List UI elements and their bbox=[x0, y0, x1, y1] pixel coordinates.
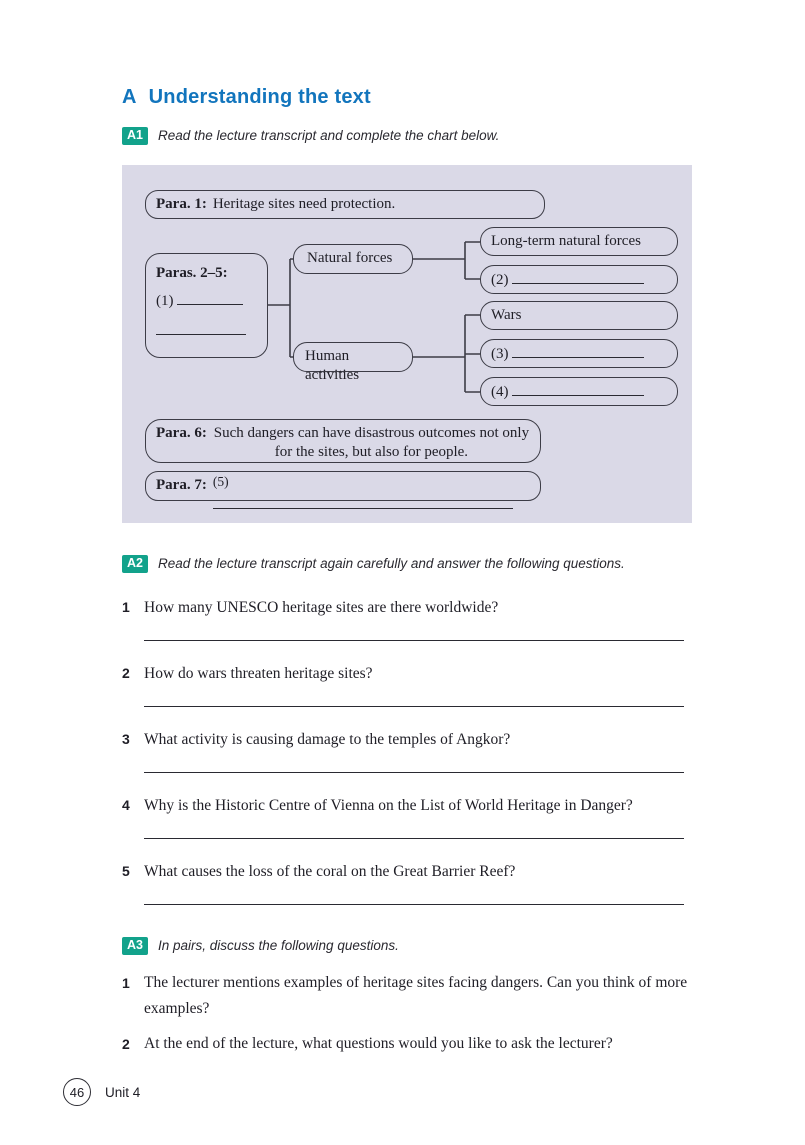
a3-question-2: 2 At the end of the lecture, what questi… bbox=[122, 1031, 694, 1057]
chart-box-blank-3[interactable]: (3) bbox=[480, 339, 678, 368]
chart-box-paras2-5: Paras. 2–5: (1) bbox=[145, 253, 268, 358]
activity-a3-header: A3 In pairs, discuss the following quest… bbox=[122, 937, 399, 955]
blank-5-line[interactable] bbox=[212, 495, 513, 509]
question-text: What activity is causing damage to the t… bbox=[144, 731, 511, 748]
question-text: Why is the Historic Centre of Vienna on … bbox=[144, 797, 633, 814]
question-text: How do wars threaten heritage sites? bbox=[144, 665, 373, 682]
para1-label: Para. 1: bbox=[156, 196, 207, 212]
blank-1-continued[interactable] bbox=[156, 321, 257, 341]
question-number: 4 bbox=[122, 797, 130, 813]
para6-label: Para. 6: bbox=[156, 425, 207, 441]
question-number: 1 bbox=[122, 599, 130, 615]
blank-3-line[interactable] bbox=[512, 344, 645, 358]
a2-answer-line-5[interactable] bbox=[144, 904, 684, 905]
a2-instruction: Read the lecture transcript again carefu… bbox=[157, 556, 625, 572]
page-number-badge: 46 bbox=[63, 1078, 91, 1106]
question-text: At the end of the lecture, what question… bbox=[144, 1035, 613, 1052]
a1-badge: A1 bbox=[122, 127, 148, 145]
page-title: A Understanding the text bbox=[122, 86, 371, 109]
blank-2-line[interactable] bbox=[512, 270, 645, 284]
blank-1-line2[interactable] bbox=[156, 321, 246, 335]
question-number: 3 bbox=[122, 731, 130, 747]
chart-box-para7[interactable]: Para. 7: (5) bbox=[145, 471, 541, 509]
a2-question-1: 1 How many UNESCO heritage sites are the… bbox=[122, 598, 694, 618]
a2-answer-line-2[interactable] bbox=[144, 706, 684, 707]
a3-question-1: 1 The lecturer mentions examples of heri… bbox=[122, 970, 694, 1022]
question-number: 2 bbox=[122, 1036, 130, 1052]
a1-instruction: Read the lecture transcript and complete… bbox=[157, 128, 500, 144]
a3-badge: A3 bbox=[122, 937, 148, 955]
chart-box-blank-2[interactable]: (2) bbox=[480, 265, 678, 294]
blank-1-line[interactable] bbox=[177, 291, 244, 305]
chart-box-human-activities: Human activities bbox=[293, 342, 413, 383]
chart-box-para6: Para. 6: Such dangers can have disastrou… bbox=[145, 419, 541, 463]
chart-box-blank-4[interactable]: (4) bbox=[480, 377, 678, 406]
chart-box-long-term-natural-forces: Long-term natural forces bbox=[480, 227, 678, 256]
question-text: What causes the loss of the coral on the… bbox=[144, 863, 516, 880]
chart-box-para1: Para. 1: Heritage sites need protection. bbox=[145, 190, 545, 219]
question-text: The lecturer mentions examples of herita… bbox=[144, 974, 688, 1017]
blank-5[interactable]: (5) bbox=[212, 474, 530, 509]
activity-a2-header: A2 Read the lecture transcript again car… bbox=[122, 555, 625, 573]
blank-4-line[interactable] bbox=[512, 382, 645, 396]
section-letter: A bbox=[122, 86, 137, 108]
question-number: 2 bbox=[122, 665, 130, 681]
a2-question-3: 3 What activity is causing damage to the… bbox=[122, 730, 694, 750]
a3-instruction: In pairs, discuss the following question… bbox=[157, 938, 399, 954]
para1-text: Heritage sites need protection. bbox=[212, 196, 396, 212]
activity-a1-header: A1 Read the lecture transcript and compl… bbox=[122, 127, 499, 145]
a2-question-list: 1 How many UNESCO heritage sites are the… bbox=[122, 598, 694, 928]
a2-answer-line-3[interactable] bbox=[144, 772, 684, 773]
blank-1[interactable]: (1) bbox=[156, 291, 257, 311]
question-text: How many UNESCO heritage sites are there… bbox=[144, 599, 499, 616]
page-footer: 46 Unit 4 bbox=[63, 1078, 140, 1106]
a2-question-4: 4 Why is the Historic Centre of Vienna o… bbox=[122, 796, 694, 816]
chart-box-natural-forces: Natural forces bbox=[293, 244, 413, 274]
question-number: 5 bbox=[122, 863, 130, 879]
section-title: Understanding the text bbox=[148, 86, 371, 108]
a2-answer-line-4[interactable] bbox=[144, 838, 684, 839]
a3-question-list: 1 The lecturer mentions examples of heri… bbox=[122, 970, 694, 1066]
a2-badge: A2 bbox=[122, 555, 148, 573]
a2-question-5: 5 What causes the loss of the coral on t… bbox=[122, 862, 694, 882]
chart-connector-lines bbox=[268, 241, 480, 393]
completion-chart: Para. 1: Heritage sites need protection.… bbox=[122, 165, 692, 523]
chart-box-wars: Wars bbox=[480, 301, 678, 330]
a2-answer-line-1[interactable] bbox=[144, 640, 684, 641]
para7-label: Para. 7: bbox=[156, 477, 207, 493]
paras2-5-label: Paras. 2–5: bbox=[156, 265, 228, 281]
para6-text: Such dangers can have disastrous outcome… bbox=[213, 425, 530, 460]
unit-label: Unit 4 bbox=[105, 1084, 141, 1100]
a2-question-2: 2 How do wars threaten heritage sites? bbox=[122, 664, 694, 684]
question-number: 1 bbox=[122, 975, 130, 991]
